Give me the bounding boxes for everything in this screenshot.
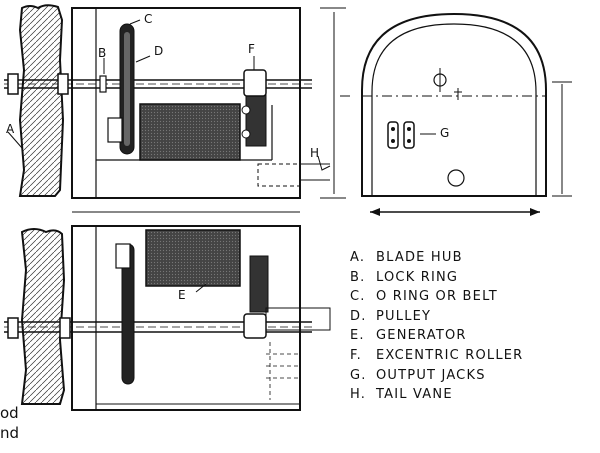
top-side-view [4,4,346,213]
generator-top [139,103,241,161]
output-jack-1 [387,121,399,149]
eccentric-roller-bottom [249,255,269,313]
label-b: B [98,46,107,60]
label-d: D [154,44,164,58]
legend-item: C.O RING OR BELT [350,289,498,305]
caption-fragment-1: od [0,404,19,422]
legend-item: G.OUTPUT JACKS [350,367,486,383]
tail-vane-hole [447,169,465,187]
label-g: G [440,126,450,140]
housing-top [71,7,301,199]
label-h: H [310,146,320,160]
housing-bottom [71,225,301,411]
output-jack-2 [403,121,415,149]
bottom-side-view [4,225,331,411]
parts-legend: A.BLADE HUB B.LOCK RING C.O RING OR BELT… [350,248,523,405]
generator-bottom [145,229,241,287]
legend-item: A.BLADE HUB [350,250,463,265]
blade-hub-top [18,4,65,197]
legend-item: B.LOCK RING [350,269,459,285]
end-view [340,12,572,216]
end-housing [361,12,547,197]
lock-ring-top [99,75,107,93]
label-f: F [248,42,255,56]
legend-item: F.EXCENTRIC ROLLER [350,347,524,363]
label-e: E [178,288,186,302]
legend-item: D.PULLEY [350,308,432,324]
label-c: C [144,12,153,26]
legend-item: E.GENERATOR [350,328,467,344]
blade-hub-bottom [20,228,66,405]
label-a: A [6,122,15,136]
caption-fragment-2: nd [0,424,20,442]
legend-item: H.TAIL VANE [350,387,453,403]
